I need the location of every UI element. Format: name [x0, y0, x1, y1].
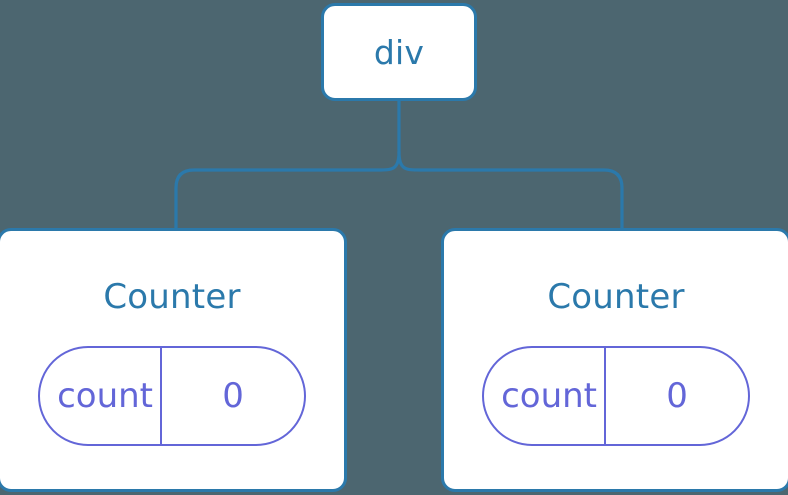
state-value-left: 0 — [222, 376, 244, 416]
node-counter-left-label: Counter — [103, 277, 241, 317]
state-key-left: count — [57, 376, 154, 416]
node-counter-right[interactable]: Counter count 0 — [441, 228, 788, 492]
node-counter-right-label: Counter — [547, 277, 685, 317]
state-value-right: 0 — [666, 376, 688, 416]
state-key-right: count — [501, 376, 598, 416]
state-pill-right: count 0 — [482, 346, 750, 446]
state-pill-left: count 0 — [38, 346, 306, 446]
state-pill-divider-left — [160, 348, 163, 444]
connector-branch-left — [174, 150, 401, 230]
node-counter-left[interactable]: Counter count 0 — [0, 228, 347, 492]
node-div[interactable]: div — [321, 3, 477, 101]
state-pill-divider-right — [604, 348, 607, 444]
node-div-label: div — [373, 32, 425, 72]
connector-branch-right — [397, 150, 624, 230]
